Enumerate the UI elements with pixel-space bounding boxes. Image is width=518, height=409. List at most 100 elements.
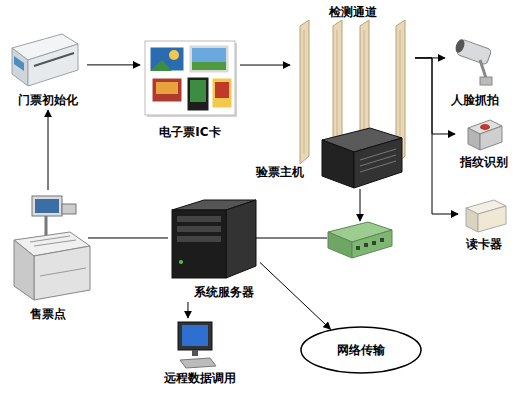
ellipse-outline bbox=[301, 327, 421, 373]
remote-workstation bbox=[180, 358, 216, 368]
connector-arrow bbox=[240, 65, 290, 66]
ticket-initializer-device bbox=[14, 56, 24, 71]
ic-card-illustration bbox=[190, 80, 206, 102]
network-switch bbox=[364, 243, 368, 247]
ic-card-illustration bbox=[150, 60, 172, 71]
detection-gate-panels bbox=[337, 30, 338, 154]
network-switch bbox=[328, 222, 392, 258]
system-server bbox=[226, 200, 256, 278]
network-switch bbox=[352, 230, 392, 258]
device-node: 电子票IC卡 bbox=[140, 38, 240, 142]
ticket-office-pos bbox=[40, 268, 86, 276]
ic-card-illustration bbox=[145, 41, 235, 115]
device-node: 门票初始化 bbox=[9, 28, 87, 110]
connector-arrow bbox=[87, 64, 140, 65]
system-server bbox=[179, 260, 183, 264]
system-server bbox=[172, 210, 226, 278]
connector-arrow bbox=[187, 302, 188, 318]
ic-card-illustration bbox=[192, 62, 226, 70]
ticket-office-pos bbox=[62, 204, 76, 214]
ticket-office-pos bbox=[14, 196, 90, 300]
face-camera bbox=[480, 60, 486, 78]
face-camera bbox=[454, 38, 466, 54]
node-label: 读卡器 bbox=[458, 236, 510, 252]
remote-workstation bbox=[178, 322, 216, 368]
ic-card-illustration bbox=[156, 82, 178, 94]
ic-card-illustration bbox=[215, 82, 229, 98]
node-label: 网络传输 bbox=[300, 342, 422, 358]
device-node: 检测通道 bbox=[290, 4, 415, 166]
node-label: 远程数据调用 bbox=[150, 370, 250, 386]
detection-gate-panels bbox=[304, 30, 305, 154]
ticket-host-box bbox=[322, 128, 402, 188]
ticket-host-box bbox=[360, 155, 396, 166]
connector-arrow bbox=[48, 110, 49, 190]
ticket-office-pos bbox=[34, 246, 90, 300]
ic-card-illustration bbox=[152, 78, 182, 102]
connector-arrow bbox=[415, 57, 445, 58]
network-switch bbox=[372, 241, 376, 245]
ticket-office-pos bbox=[35, 199, 59, 213]
card-reader bbox=[478, 206, 506, 232]
device-node: 售票点 bbox=[8, 190, 88, 324]
system-server bbox=[177, 216, 221, 222]
ticket-office-pos bbox=[32, 196, 62, 216]
ticket-office-pos bbox=[14, 240, 34, 300]
ic-card-illustration bbox=[212, 78, 232, 108]
connector-arrow bbox=[415, 58, 455, 134]
fingerprint-scanner bbox=[468, 128, 480, 150]
card-reader bbox=[466, 200, 506, 232]
node-label: 指纹识别 bbox=[453, 154, 515, 170]
connector-arrow bbox=[260, 262, 331, 329]
fingerprint-scanner bbox=[480, 124, 490, 130]
ticket-initializer-device bbox=[28, 44, 78, 86]
network-switch bbox=[328, 232, 352, 258]
network-switch bbox=[356, 246, 360, 250]
ticket-initializer-device bbox=[12, 34, 78, 86]
network-ellipse: 网络传输 bbox=[300, 326, 422, 374]
device-node: 验票主机 bbox=[250, 130, 405, 194]
ic-card-illustration bbox=[150, 47, 184, 71]
node-label: 检测通道 bbox=[290, 4, 415, 20]
ticket-host-box bbox=[360, 161, 396, 172]
remote-workstation bbox=[192, 350, 198, 356]
node-label: 电子票IC卡 bbox=[140, 124, 240, 140]
ic-card-illustration bbox=[169, 50, 179, 60]
node-label: 验票主机 bbox=[250, 164, 310, 180]
layout-wires bbox=[256, 189, 360, 238]
card-reader bbox=[466, 208, 478, 232]
remote-workstation bbox=[182, 325, 208, 346]
layout-wires bbox=[360, 189, 361, 221]
face-camera bbox=[480, 77, 492, 85]
node-label: 人脸抓拍 bbox=[445, 92, 505, 108]
ic-card-illustration bbox=[187, 77, 209, 111]
ic-card-illustration bbox=[145, 41, 237, 117]
ticket-host-box bbox=[322, 140, 354, 188]
remote-workstation bbox=[178, 322, 212, 350]
ticket-office-pos bbox=[34, 240, 76, 246]
node-label: 系统服务器 bbox=[188, 284, 260, 300]
ticket-initializer-device bbox=[12, 48, 28, 86]
layout-wires bbox=[256, 238, 327, 239]
device-node: 远程数据调用 bbox=[150, 318, 250, 388]
ic-card-illustration bbox=[192, 48, 226, 62]
node-label: 门票初始化 bbox=[9, 92, 87, 108]
ticket-initializer-device bbox=[34, 53, 74, 66]
device-node: 读卡器 bbox=[458, 198, 510, 254]
face-camera bbox=[454, 38, 492, 85]
detection-gate-panels bbox=[300, 20, 309, 164]
ticket-host-box bbox=[360, 149, 396, 160]
device-node: 指纹识别 bbox=[455, 118, 513, 172]
device-node: 系统服务器 bbox=[168, 198, 260, 302]
node-label: 售票点 bbox=[8, 306, 88, 322]
system-server bbox=[177, 236, 221, 242]
connector-arrow bbox=[88, 237, 168, 238]
connector-arrow bbox=[415, 58, 458, 214]
system-server bbox=[177, 226, 221, 232]
ticket-office-pos bbox=[30, 236, 70, 242]
ticket-office-pos bbox=[45, 214, 48, 238]
ticket-host-box bbox=[354, 138, 402, 188]
